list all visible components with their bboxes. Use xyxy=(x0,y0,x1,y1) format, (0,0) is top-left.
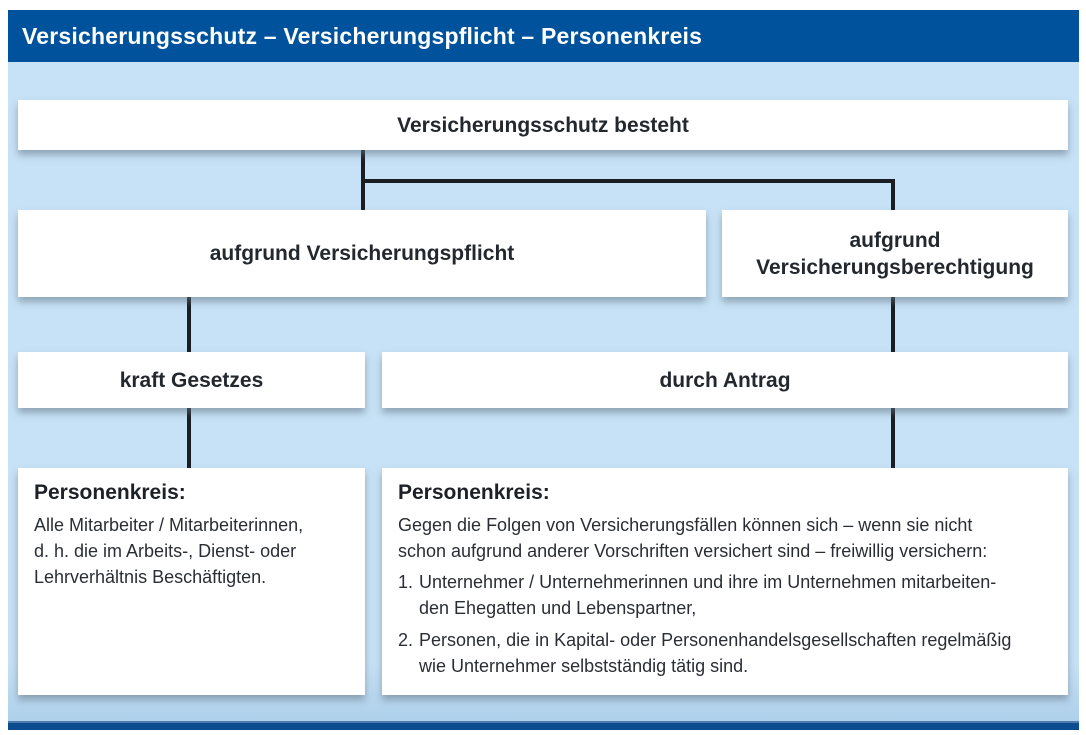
node-label: Versicherungsschutz besteht xyxy=(397,113,689,137)
node-label: durch Antrag xyxy=(659,368,791,392)
connector-left-branch-drop xyxy=(361,183,365,210)
personenkreis-heading: Personenkreis: xyxy=(34,481,186,504)
node-personenkreis-gesetz: Personenkreis: Alle Mitarbeiter / Mitarb… xyxy=(18,468,365,695)
connector-root-stem xyxy=(361,150,365,183)
connector-crossbar xyxy=(361,179,895,183)
node-aufgrund-versicherungsberechtigung: aufgrund Versicherungsberechtigung xyxy=(722,210,1068,297)
personenkreis-intro: Gegen die Folgen von Versicherungsfällen… xyxy=(398,515,988,561)
node-label: aufgrund Versicherungsberechtigung xyxy=(756,228,1034,279)
personenkreis-heading: Personenkreis: xyxy=(398,481,550,504)
title-bar: Versicherungsschutz – Versicherungspflic… xyxy=(8,10,1079,62)
list-item: 2. Personen, die in Kapital- oder Person… xyxy=(398,627,1052,679)
node-aufgrund-versicherungspflicht: aufgrund Versicherungspflicht xyxy=(18,210,706,297)
node-label: aufgrund Versicherungspflicht xyxy=(209,242,515,265)
list-item-marker: 1. xyxy=(398,572,414,592)
personenkreis-body: Alle Mitarbeiter / Mitarbeiterinnen, d. … xyxy=(34,515,304,587)
node-personenkreis-antrag: Personenkreis: Gegen die Folgen von Vers… xyxy=(382,468,1068,695)
node-kraft-gesetzes: kraft Gesetzes xyxy=(18,352,365,408)
node-durch-antrag: durch Antrag xyxy=(382,352,1068,408)
list-item-text: Unternehmer / Unternehmerinnen und ihre … xyxy=(419,572,997,618)
list-item-text: Personen, die in Kapital- oder Personenh… xyxy=(419,630,1012,676)
node-versicherungsschutz-besteht: Versicherungsschutz besteht xyxy=(18,100,1068,150)
page-title: Versicherungsschutz – Versicherungspflic… xyxy=(22,22,703,49)
node-label: kraft Gesetzes xyxy=(119,368,264,392)
list-item-marker: 2. xyxy=(398,630,414,650)
connector-right-branch-drop xyxy=(891,183,895,210)
list-item: 1. Unternehmer / Unternehmerinnen und ih… xyxy=(398,569,1052,621)
personenkreis-list: 1. Unternehmer / Unternehmerinnen und ih… xyxy=(398,569,1052,679)
footer-rule xyxy=(8,721,1079,730)
